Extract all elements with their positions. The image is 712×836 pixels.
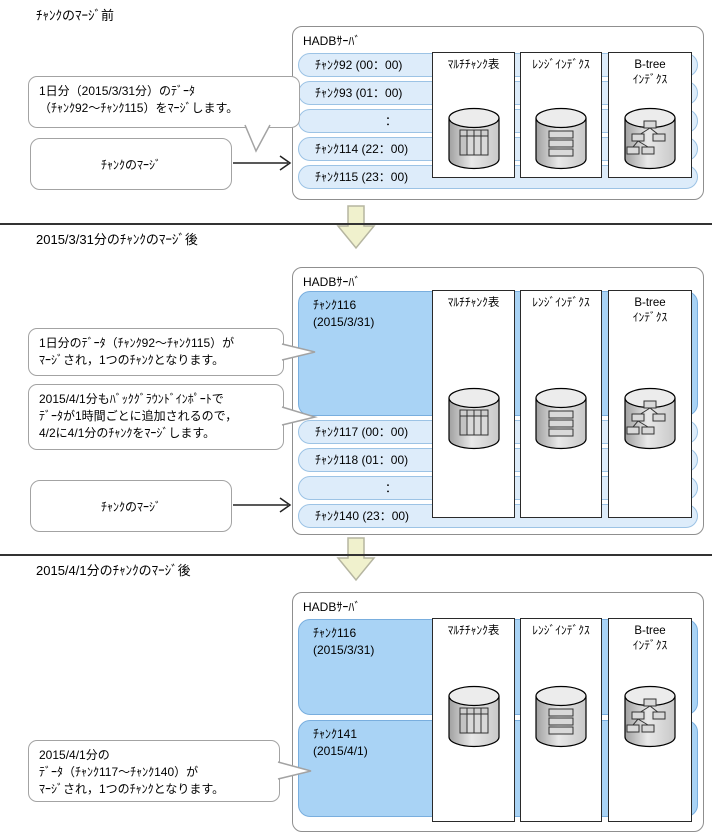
chunk-row-label: ： <box>385 481 398 495</box>
hadb-server-label: HADBｻｰﾊﾞ <box>303 34 361 48</box>
bubble-line: ﾃﾞｰﾀが1時間ごとに追加されるので， <box>39 409 238 423</box>
range-index-cylinder-icon <box>535 387 587 450</box>
hadb-server-box-1: HADBｻｰﾊﾞ ﾁｬﾝｸ92 (00：00) ﾁｬﾝｸ93 (01：00) ：… <box>292 26 704 200</box>
merge-note-bubble-1: 1日分（2015/3/31分）のﾃﾞｰﾀ （ﾁｬﾝｸ92～ﾁｬﾝｸ115）をﾏｰ… <box>28 76 300 128</box>
bubble-line: （ﾁｬﾝｸ92～ﾁｬﾝｸ115）をﾏｰｼﾞします。 <box>39 101 239 115</box>
chunk-row-label: ﾁｬﾝｸ115 (23：00) <box>315 170 409 184</box>
merge-action-box-2: ﾁｬﾝｸのﾏｰｼﾞ <box>30 480 232 532</box>
bubble-tail-right-icon <box>277 761 312 780</box>
section-divider <box>0 223 712 225</box>
bubble-line: ﾃﾞｰﾀ（ﾁｬﾝｸ117～ﾁｬﾝｸ140）が <box>39 765 199 779</box>
bubble-line: 1日分（2015/3/31分）のﾃﾞｰﾀ <box>39 84 196 98</box>
bubble-tail-right-icon <box>281 343 316 361</box>
chunk-row-label: ﾁｬﾝｸ92 (00：00) <box>315 58 403 72</box>
bubble-line: 2015/4/1分もﾊﾞｯｸｸﾞﾗｳﾝﾄﾞｲﾝﾎﾟｰﾄで <box>39 392 224 406</box>
btree-cylinder-icon <box>624 387 676 450</box>
section2-title: 2015/3/31分のﾁｬﾝｸのﾏｰｼﾞ後 <box>36 232 198 247</box>
panel-title: ﾚﾝｼﾞｲﾝﾃﾞｸｽ <box>532 297 590 309</box>
merged-note-bubble-2: 2015/4/1分の ﾃﾞｰﾀ（ﾁｬﾝｸ117～ﾁｬﾝｸ140）が ﾏｰｼﾞされ… <box>28 740 280 802</box>
down-arrow-icon <box>336 205 376 250</box>
section1-title: ﾁｬﾝｸのﾏｰｼﾞ前 <box>36 8 115 23</box>
bubble-line: 1日分のﾃﾞｰﾀ（ﾁｬﾝｸ92～ﾁｬﾝｸ115）が <box>39 336 235 350</box>
hadb-server-box-2: HADBｻｰﾊﾞ ﾁｬﾝｸ116(2015/3/31) ﾁｬﾝｸ117 (00：… <box>292 267 704 535</box>
merge-action-label: ﾁｬﾝｸのﾏｰｼﾞ <box>100 499 161 514</box>
chunk-block-label: ﾁｬﾝｸ116(2015/3/31) <box>313 626 375 657</box>
section-divider <box>0 554 712 556</box>
table-cylinder-icon <box>447 387 500 450</box>
range-index-cylinder-icon <box>535 685 587 748</box>
multichunk-table-panel: ﾏﾙﾁﾁｬﾝｸ表 <box>432 52 515 178</box>
range-index-cylinder-icon <box>535 107 587 170</box>
merged-note-bubble: 1日分のﾃﾞｰﾀ（ﾁｬﾝｸ92～ﾁｬﾝｸ115）が ﾏｰｼﾞされ，1つのﾁｬﾝｸ… <box>28 328 284 376</box>
section3-title: 2015/4/1分のﾁｬﾝｸのﾏｰｼﾞ後 <box>36 563 191 578</box>
range-index-panel: ﾚﾝｼﾞｲﾝﾃﾞｸｽ <box>520 290 602 518</box>
hadb-server-label: HADBｻｰﾊﾞ <box>303 275 361 289</box>
background-import-bubble: 2015/4/1分もﾊﾞｯｸｸﾞﾗｳﾝﾄﾞｲﾝﾎﾟｰﾄで ﾃﾞｰﾀが1時間ごとに… <box>28 384 284 450</box>
right-arrow-icon <box>233 155 292 171</box>
hadb-server-box-3: HADBｻｰﾊﾞ ﾁｬﾝｸ116(2015/3/31) ﾁｬﾝｸ141(2015… <box>292 592 704 832</box>
multichunk-table-panel: ﾏﾙﾁﾁｬﾝｸ表 <box>432 290 515 518</box>
panel-title: ﾏﾙﾁﾁｬﾝｸ表 <box>447 297 500 309</box>
hadb-server-label: HADBｻｰﾊﾞ <box>303 600 361 614</box>
panel-title: ﾏﾙﾁﾁｬﾝｸ表 <box>447 59 500 71</box>
chunk-row-label: ﾁｬﾝｸ118 (01：00) <box>315 453 409 467</box>
chunk-block-label: ﾁｬﾝｸ116(2015/3/31) <box>313 298 375 329</box>
right-arrow-icon <box>233 497 292 513</box>
bubble-tail-down-icon <box>244 124 271 153</box>
range-index-panel: ﾚﾝｼﾞｲﾝﾃﾞｸｽ <box>520 52 602 178</box>
panel-title: ﾏﾙﾁﾁｬﾝｸ表 <box>447 625 500 637</box>
table-cylinder-icon <box>447 107 500 170</box>
down-arrow-icon <box>336 537 376 582</box>
merge-action-label: ﾁｬﾝｸのﾏｰｼﾞ <box>100 157 161 172</box>
bubble-line: ﾏｰｼﾞされ，1つのﾁｬﾝｸとなります。 <box>39 782 225 796</box>
table-cylinder-icon <box>447 685 500 748</box>
merge-action-box-1: ﾁｬﾝｸのﾏｰｼﾞ <box>30 138 232 190</box>
chunk-row-label: ： <box>385 114 398 128</box>
range-index-panel: ﾚﾝｼﾞｲﾝﾃﾞｸｽ <box>520 618 602 822</box>
chunk-row-label: ﾁｬﾝｸ140 (23：00) <box>315 509 410 523</box>
panel-title: ﾚﾝｼﾞｲﾝﾃﾞｸｽ <box>532 625 590 637</box>
chunk-row-label: ﾁｬﾝｸ117 (00：00) <box>315 425 409 439</box>
bubble-line: 4/2に4/1分のﾁｬﾝｸをﾏｰｼﾞします。 <box>39 426 216 440</box>
multichunk-table-panel: ﾏﾙﾁﾁｬﾝｸ表 <box>432 618 515 822</box>
chunk-block-label: ﾁｬﾝｸ141(2015/4/1) <box>313 727 368 758</box>
bubble-line: 2015/4/1分の <box>39 748 110 762</box>
bubble-tail-right-icon <box>281 406 318 426</box>
chunk-row-label: ﾁｬﾝｸ93 (01：00) <box>315 86 403 100</box>
btree-cylinder-icon <box>624 107 676 170</box>
panel-title: ﾚﾝｼﾞｲﾝﾃﾞｸｽ <box>532 59 590 71</box>
chunk-row-label: ﾁｬﾝｸ114 (22：00) <box>315 142 409 156</box>
bubble-line: ﾏｰｼﾞされ，1つのﾁｬﾝｸとなります。 <box>39 353 225 367</box>
btree-cylinder-icon <box>624 685 676 748</box>
